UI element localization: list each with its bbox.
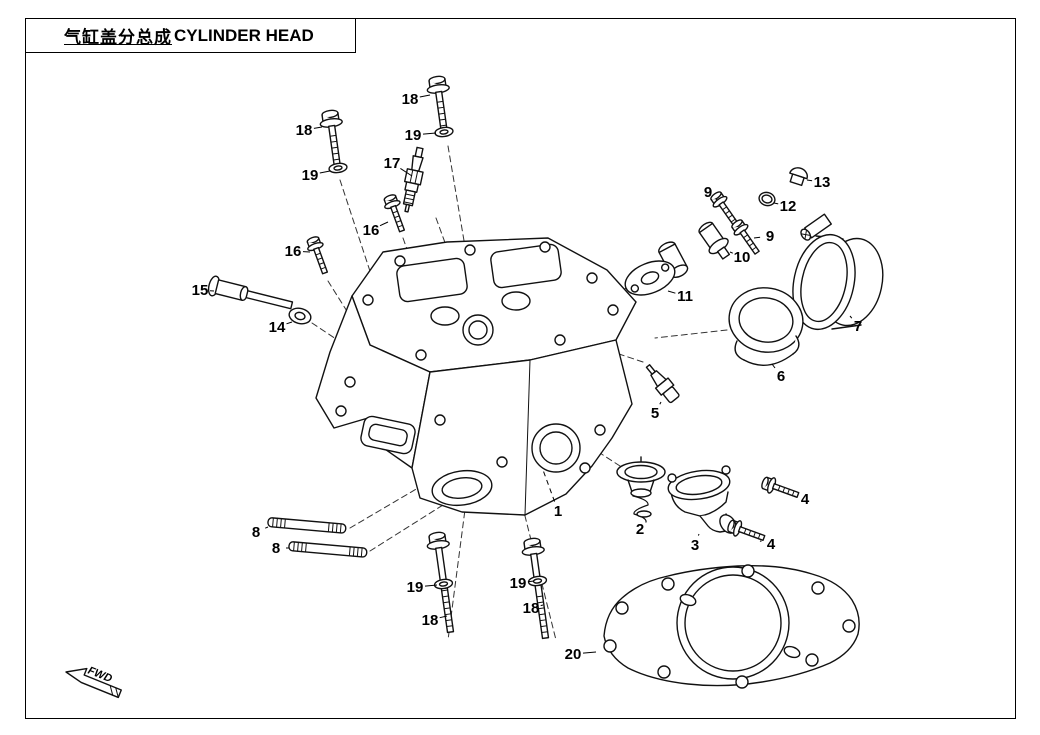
part-number-4: 4 xyxy=(767,536,776,553)
part-7-clamp-band xyxy=(792,213,884,331)
part-10-tensioner xyxy=(698,221,731,260)
callout-leader-3 xyxy=(697,533,700,536)
part-number-19: 19 xyxy=(405,127,422,144)
part-8-stud xyxy=(266,516,347,534)
callout-leader-9 xyxy=(715,198,718,201)
part-3-thermostat-cover xyxy=(667,465,737,534)
part-number-6: 6 xyxy=(777,368,785,385)
part-8-stud xyxy=(287,540,368,558)
part-16-bolt xyxy=(303,234,334,277)
title-english: CYLINDER HEAD xyxy=(174,25,314,45)
part-number-3: 3 xyxy=(691,537,699,554)
callout-layer: 1819181917161615141312991011765443218819… xyxy=(192,91,863,663)
callout-leader-7 xyxy=(849,315,853,319)
part-14-seal-ring xyxy=(288,307,312,325)
callout-leader-14 xyxy=(286,321,293,325)
part-number-18: 18 xyxy=(523,600,540,617)
part-number-9: 9 xyxy=(704,184,712,201)
part-number-8: 8 xyxy=(272,540,280,557)
callout-leader-12 xyxy=(773,202,779,205)
part-number-7: 7 xyxy=(854,318,862,335)
callout-leader-1 xyxy=(542,469,556,502)
part-number-4: 4 xyxy=(801,491,810,508)
callout-leader-10 xyxy=(729,251,733,254)
callout-leader-18 xyxy=(419,94,431,98)
part-number-16: 16 xyxy=(363,222,380,239)
callout-leader-9 xyxy=(753,236,761,239)
part-number-10: 10 xyxy=(734,249,751,266)
callout-leader-5 xyxy=(659,401,662,405)
part-number-11: 11 xyxy=(677,288,693,305)
callout-leader-11 xyxy=(667,290,676,294)
part-12-o-ring xyxy=(758,191,776,207)
part-2-thermostat xyxy=(616,456,666,523)
part-number-18: 18 xyxy=(402,91,419,108)
callout-leader-16 xyxy=(379,221,389,227)
part-number-19: 19 xyxy=(510,575,527,592)
callout-leader-19 xyxy=(319,170,331,174)
title-block: 气缸盖分总成 CYLINDER HEAD xyxy=(25,18,356,53)
callout-leader-18 xyxy=(439,615,448,619)
part-number-12: 12 xyxy=(780,198,797,215)
part-15-valve-pin xyxy=(207,275,294,310)
callout-leader-18 xyxy=(540,604,544,607)
part-number-19: 19 xyxy=(302,167,319,184)
part-4-bolt xyxy=(759,473,802,504)
part-19-washer xyxy=(433,125,455,139)
part-number-9: 9 xyxy=(766,228,774,245)
part-number-19: 19 xyxy=(407,579,424,596)
part-number-13: 13 xyxy=(814,174,831,191)
part-number-8: 8 xyxy=(252,524,260,541)
part-18-flange-bolt xyxy=(317,108,350,172)
part-number-2: 2 xyxy=(636,521,644,538)
part-20-head-gasket xyxy=(603,564,860,689)
part-5-temp-sensor xyxy=(641,360,682,406)
fwd-arrow: FWD xyxy=(65,665,122,699)
part-number-15: 15 xyxy=(192,282,209,299)
callout-leader-8 xyxy=(265,526,269,529)
part-number-16: 16 xyxy=(285,243,302,260)
part-17-spark-plug xyxy=(402,146,424,213)
part-number-5: 5 xyxy=(651,405,659,422)
part-11-water-neck xyxy=(624,241,689,296)
callout-leader-19 xyxy=(422,132,437,135)
callout-leader-6 xyxy=(771,363,776,369)
cylinder-head-body xyxy=(315,237,637,516)
callout-leader-17 xyxy=(400,167,413,177)
part-13-cap-plug xyxy=(789,167,808,187)
callout-leader-19 xyxy=(527,580,535,583)
part-19-washer xyxy=(327,161,349,175)
part-number-20: 20 xyxy=(565,646,582,663)
part-number-18: 18 xyxy=(422,612,439,629)
callout-leader-13 xyxy=(806,179,813,182)
title-chinese: 气缸盖分总成 xyxy=(64,28,172,47)
part-19-washer xyxy=(433,577,454,591)
callout-leader-20 xyxy=(582,651,597,654)
callout-leader-18 xyxy=(313,126,323,129)
part-number-18: 18 xyxy=(296,122,313,139)
part-number-17: 17 xyxy=(384,155,401,172)
part-6-intake-boot xyxy=(728,287,804,366)
callout-leader-19 xyxy=(424,584,438,587)
part-number-14: 14 xyxy=(269,319,286,336)
part-number-1: 1 xyxy=(554,503,562,520)
